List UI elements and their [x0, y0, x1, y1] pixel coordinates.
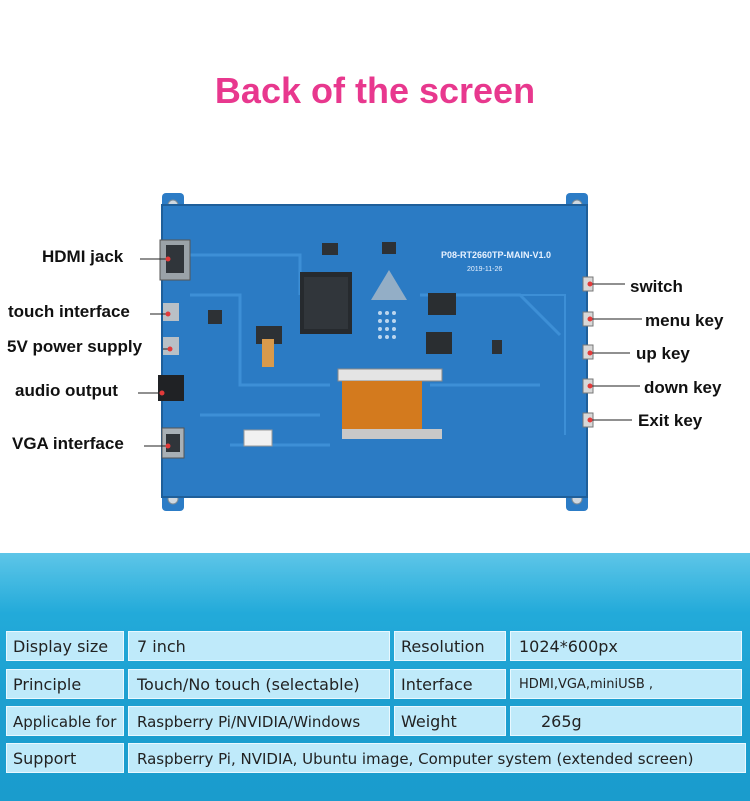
- label-switch: switch: [630, 277, 683, 296]
- label-up-key: up key: [636, 344, 690, 363]
- spec-row: Display size 7 inch Resolution 1024*600p…: [6, 631, 746, 661]
- spec-key-resolution: Resolution: [394, 631, 506, 661]
- spec-value-display-size: 7 inch: [128, 631, 390, 661]
- spec-row: Principle Touch/No touch (selectable) In…: [6, 669, 746, 699]
- pcb-illustration: P08-RT2660TP-MAIN-V1.0 2019-11-26: [138, 193, 642, 511]
- board-date-label: 2019-11-26: [467, 266, 502, 273]
- spec-row-support: Support Raspberry Pi, NVIDIA, Ubuntu ima…: [6, 743, 746, 773]
- spec-key-display-size: Display size: [6, 631, 124, 661]
- board-area: P08-RT2660TP-MAIN-V1.0 2019-11-26: [0, 185, 750, 525]
- label-vga-interface: VGA interface: [12, 434, 124, 453]
- spec-key-interface: Interface: [394, 669, 506, 699]
- spec-value-support: Raspberry Pi, NVIDIA, Ubuntu image, Comp…: [128, 743, 746, 773]
- specs-panel: Display size 7 inch Resolution 1024*600p…: [0, 553, 750, 801]
- label-menu-key: menu key: [645, 311, 724, 330]
- spec-value-resolution: 1024*600px: [510, 631, 742, 661]
- label-touch-interface: touch interface: [8, 302, 130, 321]
- label-exit-key: Exit key: [638, 411, 703, 430]
- spec-key-support: Support: [6, 743, 124, 773]
- spec-value-applicable-for: Raspberry Pi/NVIDIA/Windows: [128, 706, 390, 736]
- spec-value-weight: 265g: [510, 706, 742, 736]
- spec-value-principle: Touch/No touch (selectable): [128, 669, 390, 699]
- label-hdmi-jack: HDMI jack: [42, 247, 124, 266]
- spec-value-interface: HDMI,VGA,miniUSB ,: [510, 669, 742, 699]
- right-pointer-lines: [590, 283, 642, 421]
- label-down-key: down key: [644, 378, 722, 397]
- spec-key-principle: Principle: [6, 669, 124, 699]
- spec-key-applicable-for: Applicable for: [6, 706, 124, 736]
- board-model-label: P08-RT2660TP-MAIN-V1.0: [441, 250, 551, 260]
- label-5v-power-supply: 5V power supply: [7, 337, 143, 356]
- spec-key-weight: Weight: [394, 706, 506, 736]
- label-audio-output: audio output: [15, 381, 118, 400]
- spec-row: Applicable for Raspberry Pi/NVIDIA/Windo…: [6, 706, 746, 736]
- page-title: Back of the screen: [214, 70, 536, 111]
